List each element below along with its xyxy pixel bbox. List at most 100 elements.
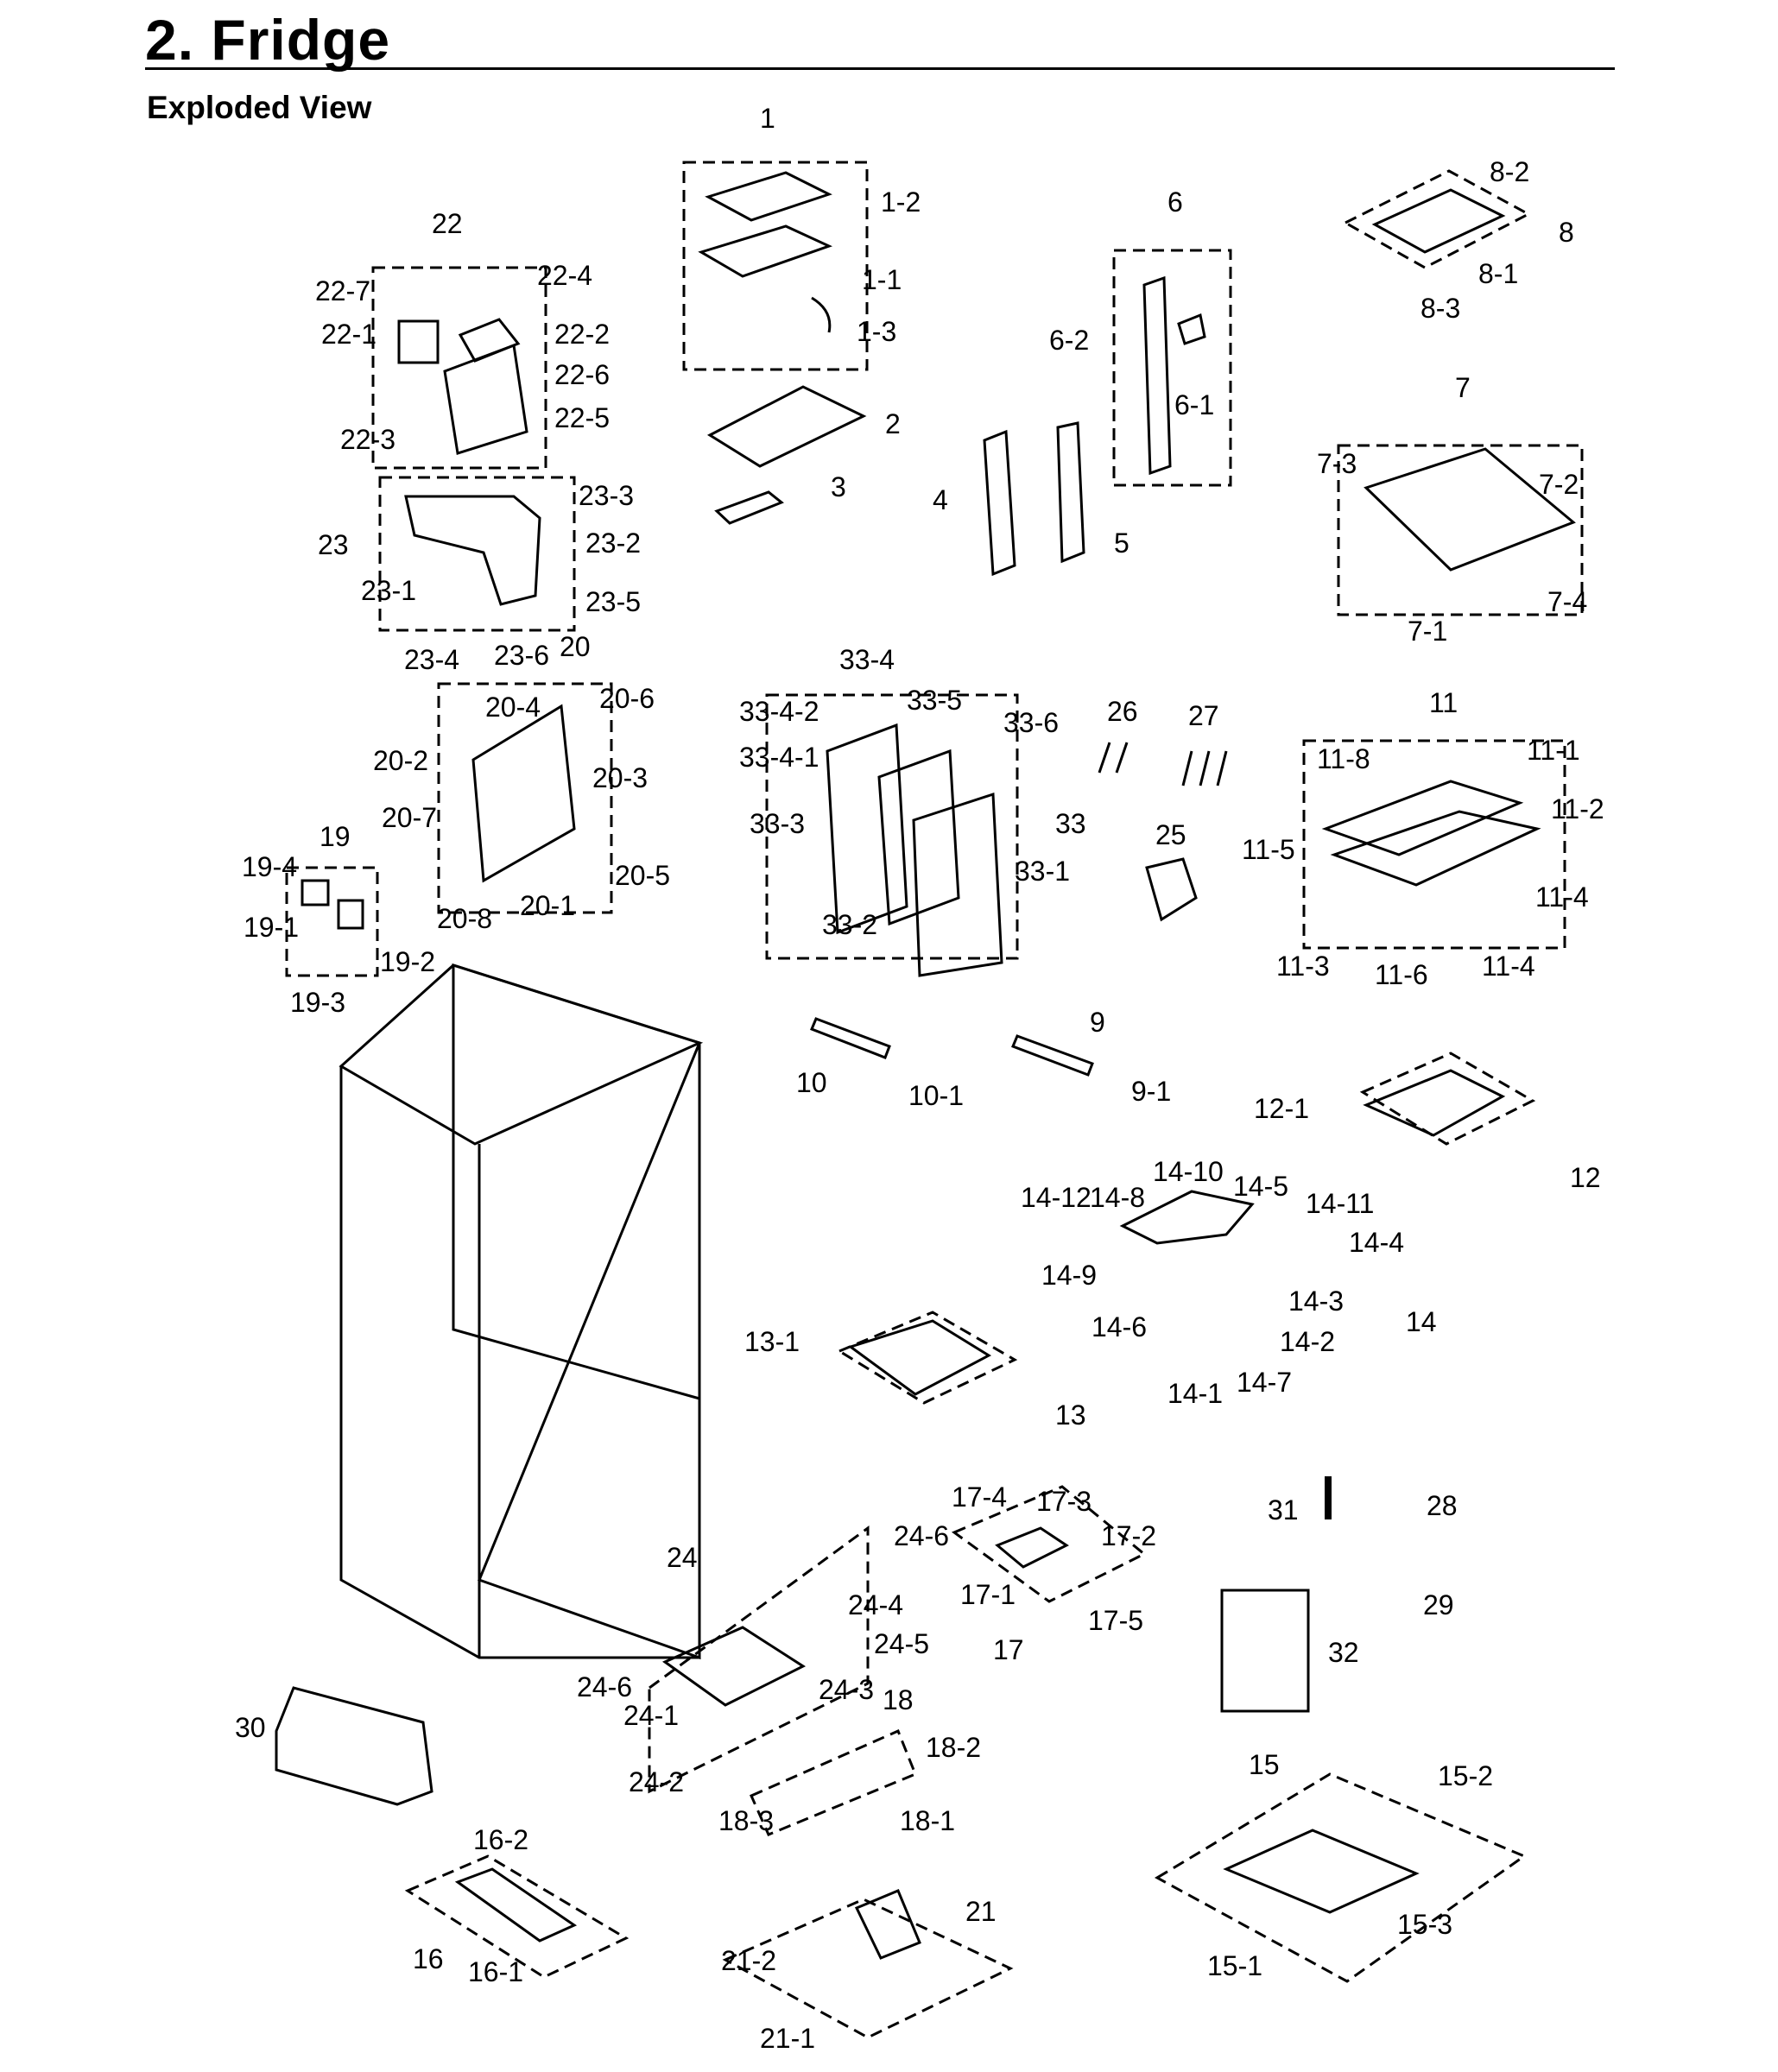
callout-bottom-23: 15	[1249, 1749, 1280, 1780]
callout-left-1: 22-7	[315, 275, 370, 306]
part-12-shape	[1363, 1069, 1506, 1137]
part-11-5-shape	[1330, 810, 1541, 887]
callout-mid-22: 10-1	[908, 1080, 964, 1111]
part-17-shape	[995, 1526, 1069, 1569]
callout-drawers-2: 14-8	[1090, 1182, 1145, 1213]
callout-drawers-6: 14-9	[1041, 1260, 1097, 1291]
part-15-shape	[1223, 1829, 1420, 1914]
cabinet-top-shape	[339, 963, 704, 1146]
callout-top-12: 8	[1559, 217, 1574, 248]
group-22-box	[371, 266, 547, 470]
callout-mid-0: 33-4	[839, 644, 895, 675]
callout-mid-15: 11-2	[1551, 793, 1604, 824]
callout-mid-9: 26	[1107, 696, 1138, 727]
callout-top-10: 6-1	[1174, 389, 1214, 420]
callout-left-8: 23	[318, 529, 349, 560]
callout-top-9: 6-2	[1049, 325, 1089, 356]
callout-drawers-5: 14-4	[1349, 1227, 1404, 1258]
part-16-shape	[454, 1867, 578, 1942]
part-30-shape	[275, 1686, 433, 1806]
callout-top-11: 8-2	[1490, 156, 1529, 187]
callout-mid-12: 11	[1429, 687, 1458, 718]
callout-bottom-24: 15-2	[1438, 1760, 1493, 1791]
callout-left-20: 20-7	[382, 802, 437, 833]
part-22-1-shape	[397, 319, 440, 364]
callout-bottom-14: 24-6	[577, 1671, 632, 1702]
callout-mid-8: 33-2	[822, 909, 877, 940]
callout-bottom-3: 32	[1328, 1637, 1359, 1668]
callout-left-12: 23-5	[585, 586, 641, 617]
group-16-box	[404, 1854, 630, 1979]
callout-left-23: 20-1	[520, 890, 575, 921]
callout-mid-16: 11-5	[1242, 834, 1295, 865]
callout-drawers-3: 14-5	[1233, 1171, 1288, 1202]
callout-left-14: 23-6	[494, 640, 549, 671]
callout-bottom-19: 24-2	[629, 1766, 684, 1797]
callout-top-2: 1-1	[862, 264, 902, 295]
part-10-shape	[810, 1017, 891, 1059]
callout-drawers-1: 14-12	[1021, 1182, 1091, 1213]
callout-bottom-9: 17	[993, 1634, 1024, 1665]
part-3-shape	[714, 490, 784, 525]
part-19-4-shape	[301, 879, 330, 906]
callout-bottom-10: 24	[667, 1542, 698, 1573]
subtitle: Exploded View	[147, 90, 372, 125]
callout-bottom-26: 15-3	[1397, 1909, 1452, 1940]
callout-bottom-15: 24-1	[623, 1700, 679, 1731]
callout-bottom-11: 24-6	[894, 1520, 949, 1551]
callout-left-25: 19-4	[242, 851, 297, 882]
callout-mid-1: 33-4-2	[739, 696, 819, 727]
callout-left-6: 22-5	[554, 402, 610, 433]
callout-top-5: 3	[831, 471, 846, 502]
callout-mid-21: 10	[796, 1067, 827, 1098]
callout-drawers-10: 14-2	[1280, 1326, 1335, 1357]
callout-top-19: 7-1	[1408, 616, 1447, 647]
part-22-body-shape	[443, 343, 528, 455]
part-1-1-shape	[698, 224, 833, 278]
group-13-box	[836, 1311, 1018, 1405]
callout-drawers-4: 14-11	[1306, 1188, 1374, 1219]
callout-top-4: 2	[885, 408, 901, 439]
callout-mid-3: 33-6	[1003, 707, 1059, 738]
callout-mid-26: 12	[1570, 1162, 1601, 1193]
callout-left-16: 20-4	[485, 692, 541, 723]
callout-bottom-0: 31	[1268, 1494, 1299, 1526]
group-1-box	[682, 161, 869, 371]
callout-top-8: 6	[1167, 186, 1183, 218]
part-5-shape	[1056, 421, 1085, 564]
part-27-shape	[1181, 750, 1228, 786]
cabinet-front	[478, 1042, 701, 1660]
cabinet-side-shape	[339, 1066, 699, 1659]
title-rule	[145, 67, 1615, 70]
callout-left-7: 22-3	[340, 424, 395, 455]
callout-bottom-2: 29	[1423, 1589, 1454, 1620]
callout-bottom-16: 24-3	[819, 1674, 874, 1705]
group-21-box	[722, 1898, 1014, 2039]
part-23-shape	[404, 495, 541, 606]
callout-mid-10: 27	[1188, 700, 1219, 731]
callout-top-7: 5	[1114, 527, 1129, 559]
callout-bottom-12: 24-4	[848, 1589, 903, 1620]
part-19-1-shape	[337, 899, 364, 930]
callout-left-2: 22-4	[537, 260, 592, 291]
part-33-5-shape	[877, 749, 960, 926]
callout-mid-14: 11-1	[1527, 735, 1580, 766]
callout-bottom-30: 21	[965, 1896, 997, 1927]
callout-top-6: 4	[933, 484, 948, 515]
callout-left-28: 19-3	[290, 987, 345, 1018]
callout-mid-23: 9	[1090, 1007, 1105, 1038]
callout-top-1: 1-2	[881, 186, 921, 218]
callout-mid-2: 33-5	[907, 685, 962, 716]
callout-top-15: 7	[1455, 372, 1471, 403]
callout-bottom-5: 17-3	[1036, 1486, 1091, 1517]
callout-mid-11: 25	[1155, 819, 1186, 850]
callout-top-17: 7-2	[1539, 469, 1579, 500]
callout-top-13: 8-1	[1478, 258, 1518, 289]
callout-bottom-13: 24-5	[874, 1628, 929, 1659]
callout-mid-24: 9-1	[1131, 1076, 1171, 1107]
group-17-box	[951, 1485, 1147, 1603]
callout-drawers-11: 14-1	[1167, 1378, 1223, 1409]
callout-mid-6: 33	[1055, 808, 1086, 839]
callout-mid-7: 33-1	[1015, 856, 1070, 887]
